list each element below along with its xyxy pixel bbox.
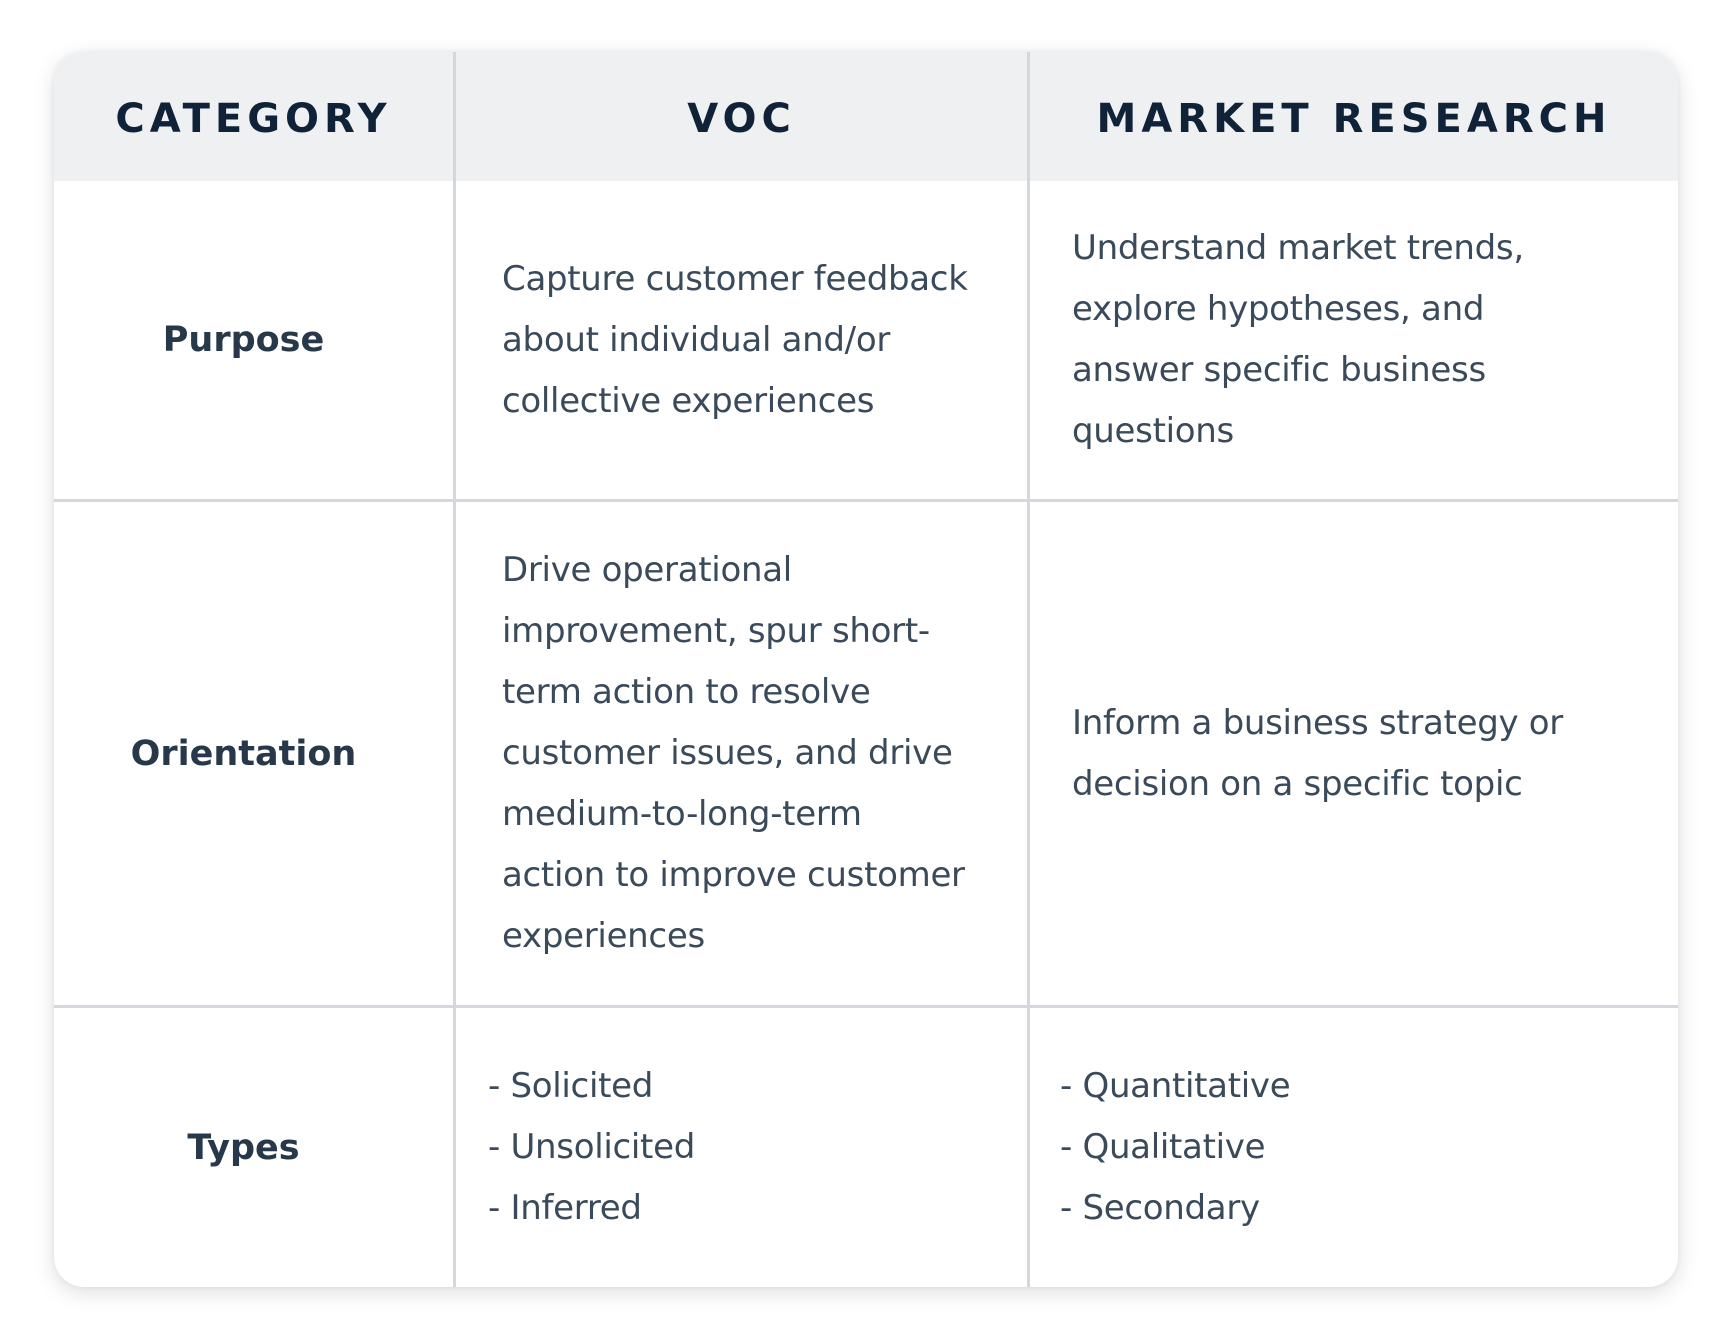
row-types-market-research: - Quantitative - Qualitative - Secondary [1030,1008,1678,1287]
category-label: Types [187,1127,300,1168]
row-types-voc: - Solicited - Unsolicited - Inferred [456,1008,1030,1287]
cell-text: Understand market trends, explore hypoth… [1072,228,1524,451]
row-purpose-voc: Capture customer feedback about individu… [456,181,1030,502]
cell-text: Capture customer feedback about individu… [502,258,968,421]
header-category: CATEGORY [54,52,456,181]
comparison-table: CATEGORY VOC MARKET RESEARCH Purpose Cap… [54,52,1678,1287]
row-orientation-voc: Drive operational improvement, spur shor… [456,502,1030,1008]
row-orientation-category: Orientation [54,502,456,1008]
header-market-research: MARKET RESEARCH [1030,52,1678,181]
row-purpose-category: Purpose [54,181,456,502]
list-item: - Unsolicited [488,1127,695,1167]
comparison-table-card: CATEGORY VOC MARKET RESEARCH Purpose Cap… [54,52,1678,1287]
list-item: - Quantitative [1060,1066,1291,1106]
market-research-types-list: - Quantitative - Qualitative - Secondary [1030,1056,1291,1239]
category-label: Purpose [162,320,325,360]
list-item: - Secondary [1060,1188,1260,1228]
row-types-category: Types [54,1008,456,1287]
cell-text: Drive operational improvement, spur shor… [502,550,965,956]
header-voc-label: VOC [687,95,796,142]
header-category-label: CATEGORY [115,95,392,142]
cell-text: Inform a business strategy or decision o… [1072,702,1563,804]
row-purpose-market-research: Understand market trends, explore hypoth… [1030,181,1678,502]
header-voc: VOC [456,52,1030,181]
voc-types-list: - Solicited - Unsolicited - Inferred [456,1056,695,1239]
header-market-research-label: MARKET RESEARCH [1096,95,1612,142]
row-orientation-market-research: Inform a business strategy or decision o… [1030,502,1678,1008]
list-item: - Inferred [488,1188,642,1228]
category-label: Orientation [130,733,357,774]
list-item: - Solicited [488,1066,654,1106]
list-item: - Qualitative [1060,1127,1266,1167]
